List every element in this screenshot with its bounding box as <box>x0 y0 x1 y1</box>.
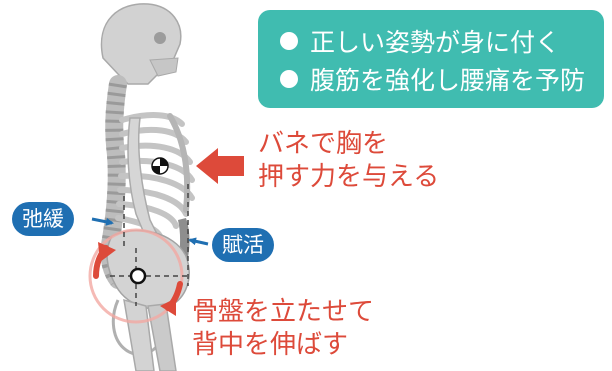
bullet-icon <box>280 70 298 88</box>
spring-annotation-line: バネで胸を <box>258 129 389 159</box>
relaxed-label: 弛緩 <box>12 202 74 236</box>
relaxed-pointer <box>91 217 114 226</box>
chest-center-marker <box>151 157 169 175</box>
benefit-text: 正しい姿勢が身に付く <box>310 28 561 57</box>
benefits-box: 正しい姿勢が身に付く 腹筋を強化し腰痛を予防 <box>258 10 604 108</box>
pelvis-pivot-marker <box>129 267 147 285</box>
pelvis-annotation-line: 背中を伸ばす <box>192 330 349 360</box>
push-arrow <box>196 148 244 184</box>
rotation-arrow-head-left <box>98 242 116 262</box>
activated-pointer <box>188 237 209 246</box>
spring-annotation-line: 押す力を与える <box>258 162 440 192</box>
rotation-arrow-head-right <box>160 298 176 316</box>
pelvis-annotation: 骨盤を立たせて 背中を伸ばす <box>192 296 374 362</box>
bullet-icon <box>280 32 298 50</box>
activated-label: 賦活 <box>212 228 274 262</box>
spring-annotation: バネで胸を 押す力を与える <box>258 128 439 194</box>
benefit-text: 腹筋を強化し腰痛を予防 <box>310 66 586 95</box>
benefit-item: 腹筋を強化し腰痛を予防 <box>280 60 604 98</box>
benefit-item: 正しい姿勢が身に付く <box>280 22 604 60</box>
skull <box>100 3 182 85</box>
sternum <box>167 113 191 213</box>
pelvis-annotation-line: 骨盤を立たせて <box>192 297 375 327</box>
legs <box>123 298 177 371</box>
